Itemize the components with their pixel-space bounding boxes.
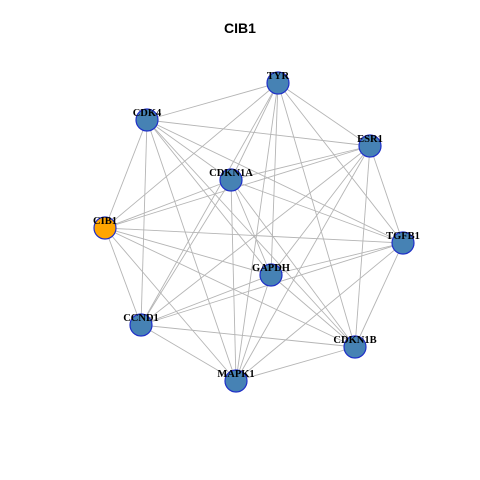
edge-tgfb1-gapdh xyxy=(270,242,404,276)
edge-tyr-gapdh xyxy=(270,82,279,276)
edge-cdkn1a-cdkn1b xyxy=(230,179,356,348)
edge-cdk4-gapdh xyxy=(146,119,272,276)
edge-tyr-mapk1 xyxy=(235,82,279,382)
edge-cdkn1b-mapk1 xyxy=(235,346,356,382)
edge-esr1-tgfb1 xyxy=(369,145,404,244)
edge-gapdh-cdkn1b xyxy=(270,274,356,348)
node-label-esr1: ESR1 xyxy=(357,134,383,145)
node-cdk4[interactable] xyxy=(135,108,159,132)
edge-cdk4-tgfb1 xyxy=(146,119,404,244)
edge-cdk4-esr1 xyxy=(146,119,371,147)
node-label-cdk4: CDK4 xyxy=(133,108,162,119)
edge-cib1-cdkn1b xyxy=(104,227,356,348)
edge-esr1-gapdh xyxy=(270,145,371,276)
node-layer xyxy=(93,71,415,393)
edge-esr1-cdkn1a xyxy=(230,145,371,181)
graph-title: CIB1 xyxy=(224,20,256,36)
node-cdkn1b[interactable] xyxy=(343,335,367,359)
node-mapk1[interactable] xyxy=(224,369,248,393)
edge-tyr-esr1 xyxy=(277,82,371,147)
node-ccnd1[interactable] xyxy=(129,313,153,337)
edge-ccnd1-mapk1 xyxy=(140,324,237,382)
node-label-mapk1: MAPK1 xyxy=(217,369,254,380)
edge-cdk4-mapk1 xyxy=(146,119,237,382)
node-label-cib1: CIB1 xyxy=(93,216,117,227)
node-cdkn1a[interactable] xyxy=(219,168,243,192)
edge-esr1-cdkn1b xyxy=(354,145,371,348)
edge-esr1-mapk1 xyxy=(235,145,371,382)
edge-cib1-mapk1 xyxy=(104,227,237,382)
edge-tyr-tgfb1 xyxy=(277,82,404,244)
edge-cdk4-cib1 xyxy=(104,119,148,229)
edge-tyr-ccnd1 xyxy=(140,82,279,326)
edge-cdkn1a-gapdh xyxy=(230,179,272,276)
edge-cdkn1a-tgfb1 xyxy=(230,179,404,244)
edge-cdkn1a-mapk1 xyxy=(230,179,237,382)
node-tgfb1[interactable] xyxy=(391,231,415,255)
edge-cib1-gapdh xyxy=(104,227,272,276)
edge-gapdh-mapk1 xyxy=(235,274,272,382)
edge-cdkn1a-ccnd1 xyxy=(140,179,232,326)
edge-tgfb1-cdkn1b xyxy=(354,242,404,348)
edge-ccnd1-cdkn1b xyxy=(140,324,356,348)
edge-cdkn1a-cib1 xyxy=(104,179,232,229)
node-tyr[interactable] xyxy=(266,71,290,95)
node-cib1[interactable] xyxy=(93,216,117,240)
edge-tyr-cdk4 xyxy=(146,82,279,121)
edge-tyr-cib1 xyxy=(104,82,279,229)
edge-cib1-ccnd1 xyxy=(104,227,142,326)
node-label-tyr: TYR xyxy=(267,71,290,82)
node-gapdh[interactable] xyxy=(259,263,283,287)
edge-cdk4-cdkn1b xyxy=(146,119,356,348)
node-label-cdkn1a: CDKN1A xyxy=(209,168,253,179)
edge-cdk4-cdkn1a xyxy=(146,119,232,181)
edge-cdk4-ccnd1 xyxy=(140,119,148,326)
node-label-tgfb1: TGFB1 xyxy=(386,231,420,242)
node-label-gapdh: GAPDH xyxy=(252,263,290,274)
node-label-ccnd1: CCND1 xyxy=(123,313,159,324)
node-label-cdkn1b: CDKN1B xyxy=(333,335,376,346)
edge-gapdh-ccnd1 xyxy=(140,274,272,326)
edge-layer xyxy=(104,82,404,382)
edge-tgfb1-mapk1 xyxy=(235,242,404,382)
node-esr1[interactable] xyxy=(358,134,382,158)
edge-cib1-tgfb1 xyxy=(104,227,404,244)
